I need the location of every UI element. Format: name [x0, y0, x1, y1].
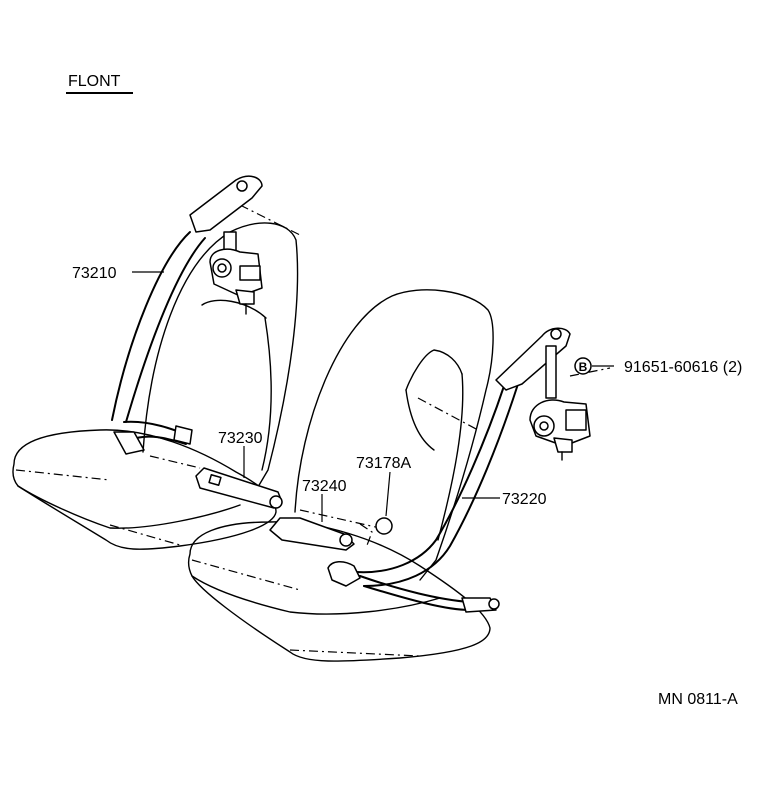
part-label-73240: 73240 — [302, 478, 347, 495]
right-lap-anchor — [327, 561, 361, 587]
left-shoulder-anchor — [189, 175, 263, 233]
diagram-code: MN 0811-A — [658, 691, 738, 708]
left-hidden-line — [239, 204, 301, 236]
right-hidden-line — [359, 523, 373, 549]
right-shoulder-anchor — [495, 327, 571, 391]
right-hidden-line — [569, 367, 611, 377]
left-seat — [12, 222, 299, 550]
right-buckle — [269, 517, 355, 551]
bolt-part-label: 91651-60616 (2) — [624, 359, 742, 376]
bolt-marker-letter: B — [579, 360, 588, 374]
front-direction-label: FLONT — [68, 73, 121, 90]
right-hidden-line — [299, 509, 381, 529]
part-label-73220: 73220 — [502, 491, 547, 508]
leader-73178a — [385, 471, 391, 517]
right-seat-belt — [327, 327, 571, 613]
right-anchor-bolt-icon — [550, 328, 562, 340]
bolt-marker-icon — [574, 357, 592, 375]
left-seat-belt — [111, 175, 263, 455]
cover-cap — [375, 517, 393, 535]
left-anchor-bolt-icon — [236, 180, 248, 192]
right-hidden-line — [417, 397, 479, 431]
left-retractor — [209, 231, 263, 315]
right-retractor — [529, 345, 591, 461]
left-hidden-line — [109, 524, 181, 546]
right-hidden-line — [289, 649, 421, 657]
right-anchor-bolt-icon — [488, 598, 500, 610]
right-belt-end — [461, 597, 497, 613]
left-hidden-line — [149, 455, 201, 469]
part-label-73178a: 73178A — [356, 455, 411, 472]
right-seat — [187, 289, 494, 662]
left-hidden-line — [15, 469, 111, 481]
left-buckle — [195, 467, 283, 509]
left-lap-anchor — [113, 431, 145, 455]
left-belt-end — [173, 425, 193, 445]
part-label-73210: 73210 — [72, 265, 117, 282]
part-label-73230: 73230 — [218, 430, 263, 447]
